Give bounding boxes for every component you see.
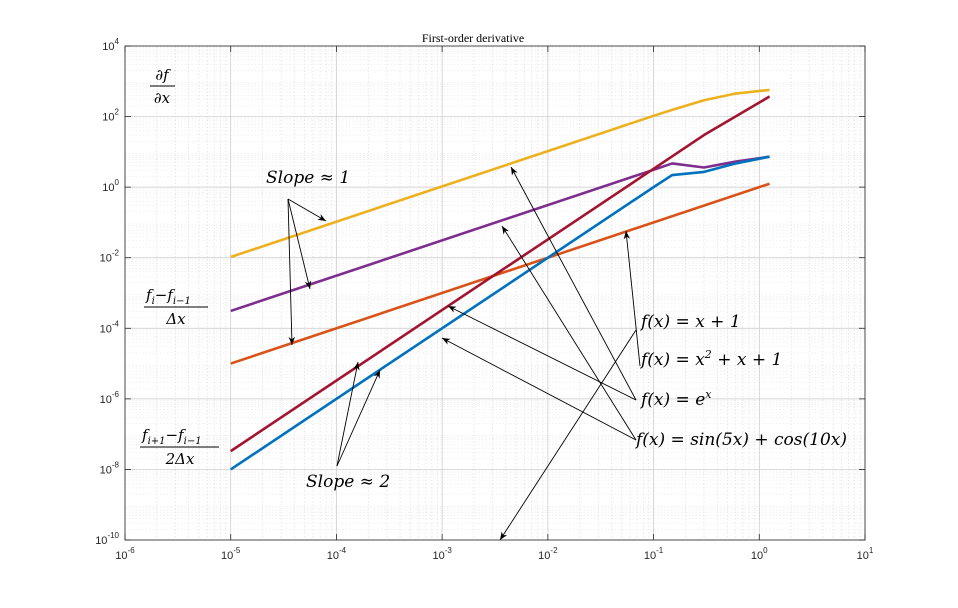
fn-quad-label: f(x) = x2 + x + 1 <box>639 348 782 370</box>
annotation-arrows <box>287 166 641 541</box>
y-tick-label: 102 <box>102 108 119 124</box>
series-line-5 <box>229 155 770 471</box>
y-tick-label: 10-10 <box>95 531 119 547</box>
y-tick-label: 10-6 <box>100 390 120 406</box>
x-tick-label: 10-6 <box>115 546 135 562</box>
backward-diff-label: fi−fi−1 Δx <box>144 286 208 328</box>
backward-diff-numerator: fi−fi−1 <box>145 286 191 307</box>
y-axis-symbol: ∂f ∂x <box>150 66 175 107</box>
series-line-4 <box>229 95 771 453</box>
x-tick-label: 10-4 <box>327 546 347 562</box>
arrow-linear-fn <box>499 329 637 541</box>
arrow-quad-fn <box>623 230 641 367</box>
arrow-slope1-orange <box>287 198 296 346</box>
backward-diff-denominator: Δx <box>165 310 186 328</box>
x-tick-label: 100 <box>751 546 768 562</box>
arrow-trig-to-blue <box>441 337 637 441</box>
fn-exp-label: f(x) = ex <box>639 388 712 410</box>
y-tick-label: 10-2 <box>100 249 120 265</box>
x-tick-label: 10-2 <box>538 546 558 562</box>
y-tick-labels: 10-10 10-8 10-6 10-4 10-2 100 102 104 <box>95 37 119 547</box>
slope2-label: Slope ≈ 2 <box>306 472 390 492</box>
slope1-label: Slope ≈ 1 <box>266 168 350 188</box>
series-line-2 <box>230 155 770 313</box>
x-tick-label: 10-3 <box>432 546 452 562</box>
x-tick-label: 10-1 <box>644 546 664 562</box>
df-numerator: ∂f <box>155 66 171 84</box>
x-tick-labels: 10-6 10-5 10-4 10-3 10-2 10-1 100 101 <box>115 546 874 562</box>
central-diff-label: fi+1−fi−1 2Δx <box>140 426 219 468</box>
chart-title: First-order derivative <box>422 31 524 45</box>
central-diff-denominator: 2Δx <box>165 450 195 468</box>
x-tick-label: 101 <box>857 546 874 562</box>
axes-box <box>124 45 866 541</box>
y-tick-label: 100 <box>102 178 119 194</box>
series-line-1 <box>230 88 770 259</box>
dx-denominator: ∂x <box>154 89 171 107</box>
arrow-slope2-blue <box>336 369 381 467</box>
arrow-slope1-yellow <box>287 198 327 222</box>
arrow-slope1-purple <box>287 198 312 290</box>
central-diff-numerator: fi+1−fi−1 <box>141 426 202 447</box>
x-tick-label: 10-5 <box>221 546 241 562</box>
fn-trig-label: f(x) = sin(5x) + cos(10x) <box>634 430 847 450</box>
ticks <box>124 45 866 541</box>
y-tick-label: 10-8 <box>100 460 120 476</box>
fn-linear-label: f(x) = x + 1 <box>639 312 741 332</box>
arrow-slope2-red <box>336 361 360 467</box>
arrow-trig-to-purple <box>501 225 637 441</box>
y-tick-label: 104 <box>102 37 119 53</box>
series-layer <box>229 88 771 471</box>
series-line-3 <box>230 182 770 365</box>
arrow-exp-to-yellow <box>510 166 637 401</box>
arrow-exp-to-red <box>447 305 637 401</box>
y-tick-label: 10-4 <box>100 319 120 335</box>
